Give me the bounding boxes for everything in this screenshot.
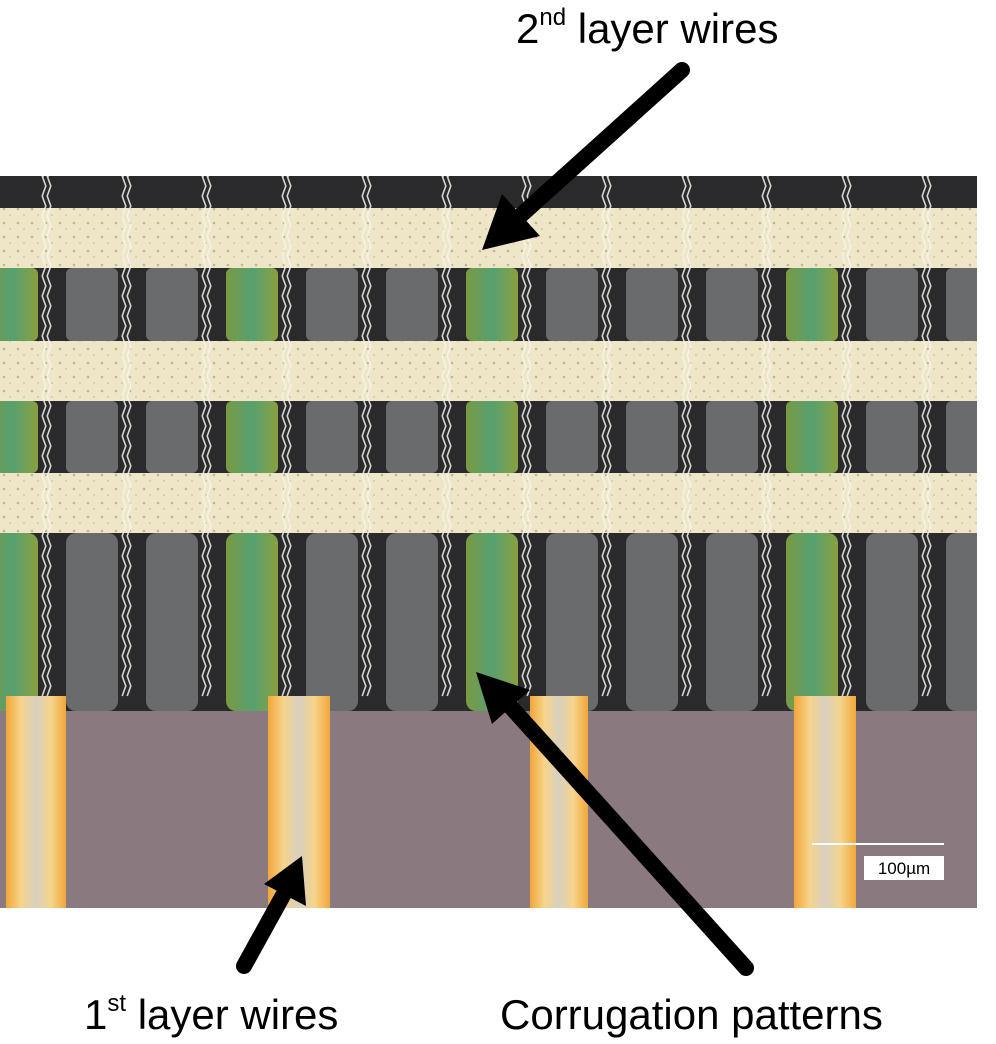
label-1st-base: 1 — [84, 991, 108, 1038]
label-2nd-layer-wires: 2nd layer wires — [516, 5, 779, 52]
label-corrugation-patterns: Corrugation patterns — [500, 991, 883, 1038]
scale-bar-label: 100µm — [878, 859, 930, 878]
label-1st-layer-wires: 1st layer wires — [84, 991, 339, 1038]
label-2nd-sup: nd — [539, 4, 567, 31]
label-2nd-text: layer wires — [566, 5, 779, 52]
label-1st-text: layer wires — [126, 991, 339, 1038]
scale-bar-box — [864, 856, 944, 880]
label-2nd-base: 2 — [516, 5, 540, 52]
label-1st-sup: st — [107, 990, 127, 1017]
microscope-image: 100µm — [0, 176, 977, 908]
